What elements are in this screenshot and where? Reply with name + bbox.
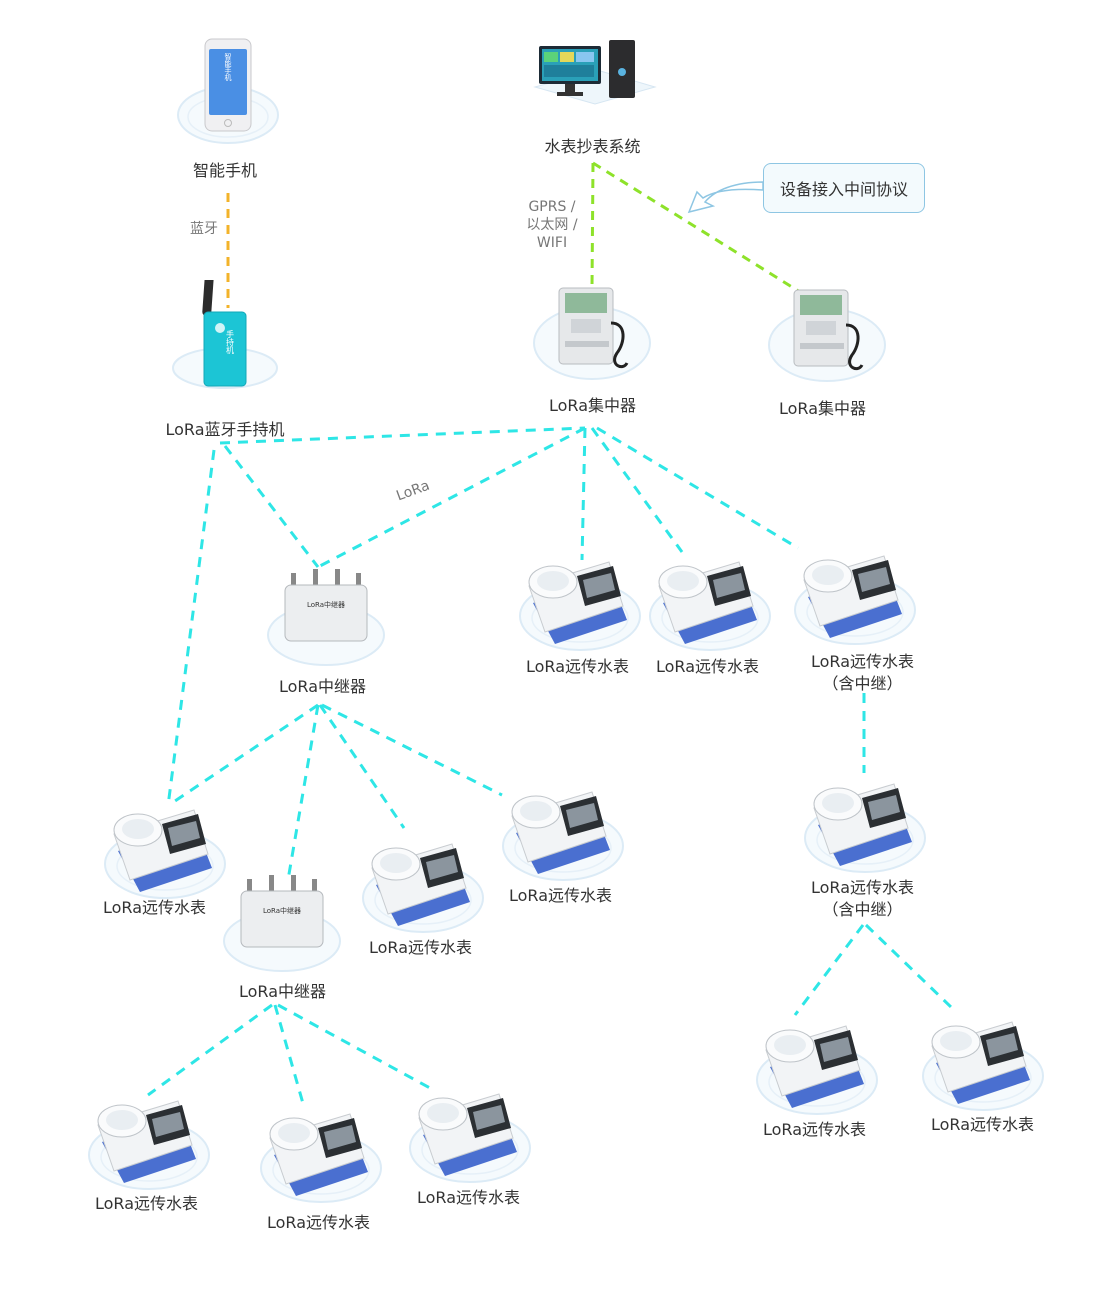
repeater-icon: LoRa中继器 [261,567,391,677]
lora-link [590,427,684,553]
water-meter-icon [84,1087,214,1197]
water-meter-name: LoRa远传水表 [509,886,612,905]
water-meter-label: LoRa远传水表 [505,656,650,678]
computer-icon [527,32,657,142]
water-meter-icon [256,1100,386,1210]
water-meter-icon [918,1008,1048,1118]
water-meter-label: LoRa远传水表 [742,1119,887,1141]
lora-link [864,923,954,1010]
water-meter-relay-note: （含中继） [822,900,903,919]
water-meter-label: LoRa远传水表 [246,1212,391,1234]
water-meter-label: LoRa远传水表 [910,1114,1055,1136]
concentrator-icon [527,283,657,393]
handheld-label: LoRa蓝牙手持机 [165,420,285,439]
water-meter-name: LoRa远传水表 [656,657,759,676]
protocol-callout: 设备接入中间协议 [763,163,925,213]
system-label: 水表抄表系统 [544,137,641,156]
water-meter-name: LoRa远传水表 [931,1115,1034,1134]
handheld-body-text: 手持机 [226,329,235,355]
water-meter-icon [358,830,488,940]
water-meter-icon [800,770,930,880]
gprs-line2: 以太网 / [526,217,578,233]
phone-screen-text: 智能手机 [224,52,232,82]
water-meter-label: LoRa远传水表 [74,1193,219,1215]
concentrator-side-label: LoRa集中器 [779,399,866,418]
gprs-line3: WIFI [536,235,568,251]
water-meter-icon [645,548,775,658]
handheld-icon: 手持机 [160,280,290,390]
lora-link [147,1003,273,1097]
lora-link [171,703,319,805]
lora-link [318,704,406,829]
repeater1-label: LoRa中继器 [279,677,366,696]
lora-link [277,1003,431,1090]
network-link-main [590,162,595,289]
phone-label: 智能手机 [192,161,257,180]
concentrator-icon [762,285,892,395]
water-meter-label: LoRa远传水表 [396,1187,541,1209]
gprs-label: GPRS / 以太网 / WIFI [520,198,584,252]
lora-link [166,449,216,807]
water-meter-label: LoRa远传水表 （含中继） [790,651,935,695]
water-meter-icon [405,1080,535,1190]
water-meter-name: LoRa远传水表 [763,1120,866,1139]
water-meter-icon [515,548,645,658]
water-meter-name: LoRa远传水表 [103,898,206,917]
water-meter-name: LoRa远传水表 [526,657,629,676]
water-meter-name: LoRa远传水表 [417,1188,520,1207]
bluetooth-label: 蓝牙 [190,221,218,237]
repeater2-label: LoRa中继器 [239,982,326,1001]
water-meter-icon [100,796,230,906]
water-meter-name: LoRa远传水表 [95,1194,198,1213]
water-meter-label: LoRa远传水表 （含中继） [790,877,935,921]
water-meter-name: LoRa远传水表 [369,938,472,957]
lora-link [223,445,320,568]
water-meter-icon [790,542,920,652]
lora-link [580,427,587,561]
water-meter-relay-note: （含中继） [822,674,903,693]
water-meter-name: LoRa远传水表 [811,878,914,897]
arrow-icon [687,181,764,214]
water-meter-name: LoRa远传水表 [267,1213,370,1232]
lora-link [793,924,865,1016]
repeater-body-text: LoRa中继器 [307,600,345,609]
lora-link [317,426,586,569]
repeater-body-text: LoRa中继器 [263,906,301,915]
water-meter-name: LoRa远传水表 [811,652,914,671]
lora-link [273,1004,306,1108]
repeater-icon: LoRa中继器 [217,873,347,983]
lora-link [321,703,503,797]
water-meter-label: LoRa远传水表 [82,897,227,919]
lora-link [219,426,586,445]
water-meter-icon [498,778,628,888]
concentrator-main-label: LoRa集中器 [549,396,636,415]
lora-link [286,704,320,881]
gprs-line1: GPRS / [528,199,576,215]
lora-link [596,426,799,550]
water-meter-label: LoRa远传水表 [635,656,780,678]
water-meter-label: LoRa远传水表 [348,937,493,959]
smartphone-icon: 智能手机 [163,37,293,147]
water-meter-label: LoRa远传水表 [488,885,633,907]
network-link-side [592,161,801,294]
water-meter-icon [752,1012,882,1122]
